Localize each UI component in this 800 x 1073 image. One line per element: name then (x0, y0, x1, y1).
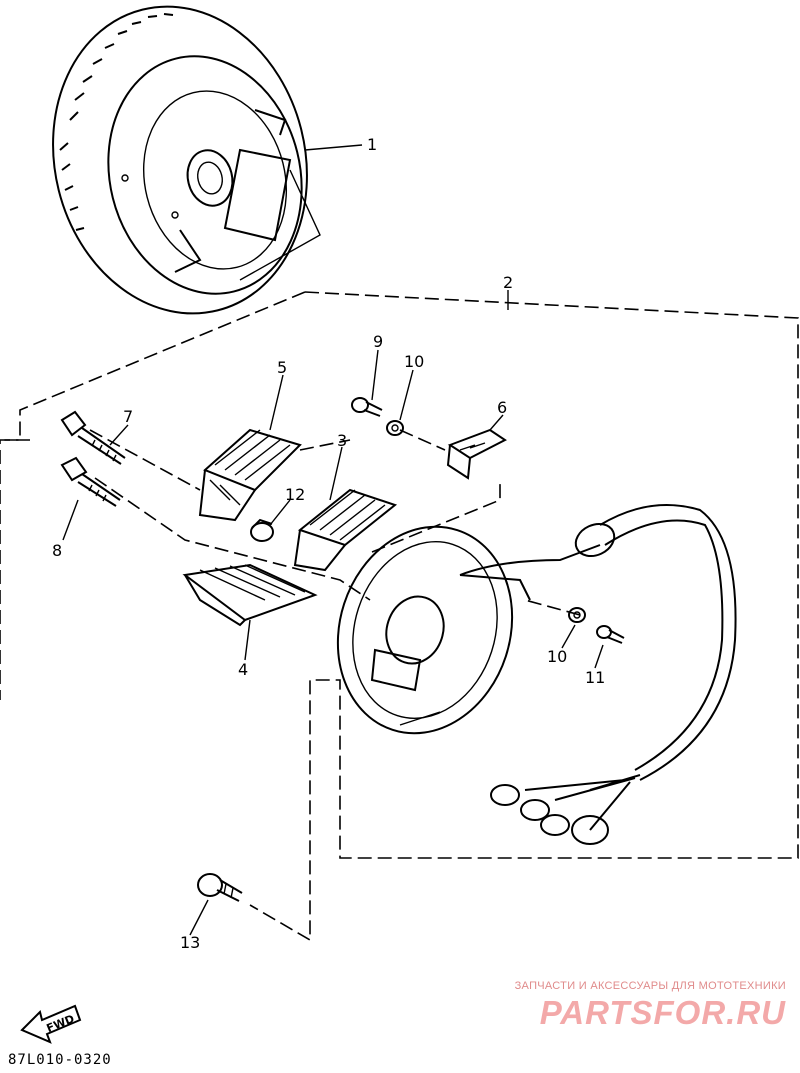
charge-coil-middle (293, 488, 398, 572)
assembly-guide-lines (89, 429, 581, 616)
leader-lines (62, 144, 604, 936)
screw-9 (351, 397, 383, 417)
callout-labels: 1 2 3 4 5 6 7 8 9 10 10 11 12 13 (52, 135, 605, 952)
forward-label: FWD (45, 1012, 77, 1035)
callout-2: 2 (503, 273, 513, 292)
callout-11: 11 (585, 668, 605, 687)
callout-10-lower: 10 (547, 647, 567, 666)
drawing-code: 87L010-0320 (8, 1052, 112, 1068)
watermark-logo: PARTSFOR.RU (539, 994, 786, 1031)
flywheel-rotor (52, 5, 321, 315)
assembly-boundary (0, 291, 799, 942)
callout-8: 8 (52, 541, 62, 560)
charge-coil-upper (198, 428, 302, 522)
charge-coil-lower (182, 563, 318, 627)
callout-3: 3 (337, 431, 347, 450)
callout-12: 12 (285, 485, 305, 504)
bolt-8 (60, 456, 121, 507)
callout-9: 9 (373, 332, 383, 351)
screw-11 (596, 625, 625, 644)
washer-10-upper (386, 420, 404, 436)
screw-13 (197, 873, 243, 902)
callout-1: 1 (367, 135, 377, 154)
callout-5: 5 (277, 358, 287, 377)
watermark-tagline: ЗАПЧАСТИ И АКСЕССУАРЫ ДЛЯ МОТОТЕХНИКИ (514, 980, 786, 992)
forward-arrow-icon: FWD (20, 1004, 82, 1044)
bolt-7 (60, 410, 126, 465)
callout-13: 13 (180, 933, 200, 952)
lead-clamp-6 (446, 428, 507, 480)
stator-base-plate (336, 525, 531, 735)
callout-7: 7 (123, 407, 133, 426)
wire-harness (459, 504, 737, 845)
callout-10-upper: 10 (404, 352, 424, 371)
callout-4: 4 (238, 660, 248, 679)
callout-6: 6 (497, 398, 507, 417)
collar (250, 518, 274, 542)
